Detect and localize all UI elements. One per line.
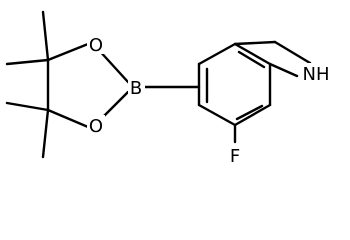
methyl-bond-bottom-down bbox=[41, 108, 50, 159]
bond-c7-c6 bbox=[233, 103, 272, 127]
aromatic-inner-bond-1 bbox=[237, 50, 266, 69]
bond-c6-c5 bbox=[197, 103, 237, 127]
atom-label-o-top: O bbox=[89, 35, 103, 56]
bond-c4-c3a bbox=[197, 42, 237, 66]
atom-label-f: F bbox=[230, 146, 240, 167]
atom-label-b: B bbox=[130, 78, 142, 99]
methyl-bond-top-left bbox=[5, 58, 50, 66]
methyl-bond-top-up bbox=[41, 10, 50, 62]
atom-label-layer: NH B O O F bbox=[87, 34, 333, 167]
bond-c3a-c7a bbox=[233, 42, 272, 66]
bond-o-bottom-c bbox=[46, 108, 90, 129]
o-bottom-label-mask bbox=[87, 115, 105, 135]
b-label-mask bbox=[128, 77, 145, 97]
bond-o-top-c bbox=[46, 42, 90, 62]
atom-label-o-bottom: O bbox=[89, 116, 103, 137]
bond-c3a-c3 bbox=[233, 40, 277, 46]
o-top-label-mask bbox=[87, 34, 105, 54]
atom-label-nh: NH bbox=[303, 64, 330, 85]
nh-label-mask bbox=[299, 63, 333, 83]
f-label-mask bbox=[226, 145, 244, 165]
aromatic-inner-bond-2 bbox=[235, 104, 264, 121]
bond-layer bbox=[5, 10, 313, 159]
chemical-structure-diagram: NH B O O F bbox=[5, 10, 333, 167]
bond-c3-c2 bbox=[273, 40, 312, 65]
methyl-bond-bottom-left bbox=[5, 101, 50, 112]
bond-n1-c7a bbox=[268, 62, 299, 78]
